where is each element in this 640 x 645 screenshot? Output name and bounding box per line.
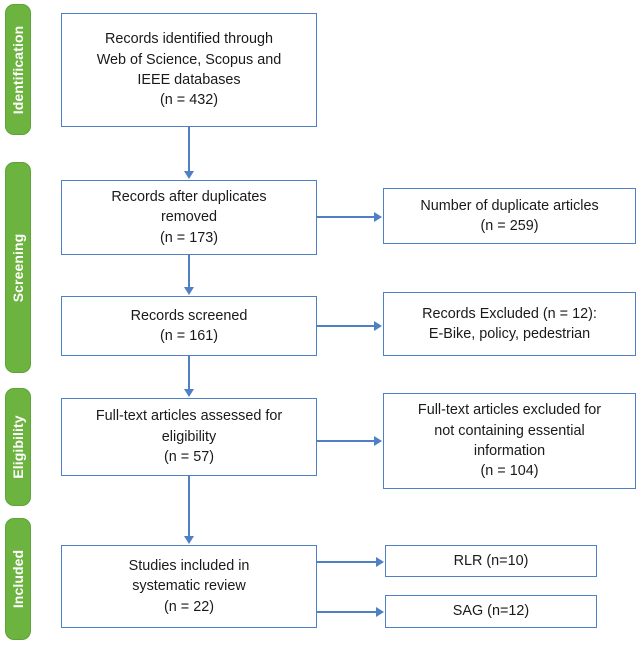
connector-duplicates-to-screened [188, 255, 190, 288]
box-duplicate-articles-text: Number of duplicate articles (n = 259) [420, 197, 599, 234]
arrowhead-fulltext-to-fulltext-excluded [374, 435, 382, 446]
box-records-after-duplicates: Records after duplicates removed (n = 17… [61, 180, 317, 255]
stage-bar-included: Included [5, 518, 31, 640]
arrowhead-included-to-sag [376, 606, 384, 617]
box-records-screened: Records screened (n = 161) [61, 296, 317, 356]
arrowhead-screened-to-excluded [374, 320, 382, 331]
box-records-identified-text: Records identified through Web of Scienc… [96, 31, 282, 109]
connector-included-to-rlr [317, 561, 377, 563]
box-rlr-outcome-text: RLR (n=10) [453, 552, 529, 569]
arrowhead-identified-to-duplicates [183, 171, 194, 179]
arrowhead-duplicates-to-duplicate-articles [374, 211, 382, 222]
box-sag-outcome: SAG (n=12) [385, 595, 597, 628]
connector-fulltext-to-fulltext-excluded [317, 440, 375, 442]
arrowhead-fulltext-to-included [183, 536, 194, 544]
arrowhead-included-to-rlr [376, 556, 384, 567]
stage-label-identification: Identification [10, 25, 26, 114]
stage-bar-screening: Screening [5, 162, 31, 373]
box-records-identified: Records identified through Web of Scienc… [61, 13, 317, 127]
box-records-after-duplicates-text: Records after duplicates removed (n = 17… [111, 188, 267, 246]
box-fulltext-excluded-text: Full-text articles excluded for not cont… [417, 402, 602, 480]
connector-screened-to-excluded [317, 325, 375, 327]
arrowhead-duplicates-to-screened [183, 287, 194, 295]
box-rlr-outcome: RLR (n=10) [385, 545, 597, 577]
box-fulltext-assessed: Full-text articles assessed for eligibil… [61, 398, 317, 476]
stage-label-included: Included [10, 549, 26, 609]
stage-label-eligibility: Eligibility [10, 415, 26, 479]
connector-fulltext-to-included [188, 476, 190, 537]
connector-included-to-sag [317, 611, 377, 613]
stage-bar-eligibility: Eligibility [5, 388, 31, 506]
box-fulltext-assessed-text: Full-text articles assessed for eligibil… [95, 408, 283, 466]
stage-bar-identification: Identification [5, 4, 31, 135]
connector-identified-to-duplicates [188, 127, 190, 172]
box-studies-included: Studies included in systematic review (n… [61, 545, 317, 628]
box-records-excluded: Records Excluded (n = 12): E-Bike, polic… [383, 292, 636, 356]
connector-duplicates-to-duplicate-articles [317, 216, 375, 218]
box-studies-included-text: Studies included in systematic review (n… [128, 557, 250, 615]
box-records-excluded-text: Records Excluded (n = 12): E-Bike, polic… [422, 305, 597, 342]
stage-label-screening: Screening [10, 233, 26, 302]
box-fulltext-excluded: Full-text articles excluded for not cont… [383, 393, 636, 489]
arrowhead-screened-to-fulltext [183, 389, 194, 397]
box-sag-outcome-text: SAG (n=12) [452, 603, 530, 620]
box-records-screened-text: Records screened (n = 161) [130, 307, 248, 344]
connector-screened-to-fulltext [188, 356, 190, 390]
box-duplicate-articles: Number of duplicate articles (n = 259) [383, 188, 636, 244]
